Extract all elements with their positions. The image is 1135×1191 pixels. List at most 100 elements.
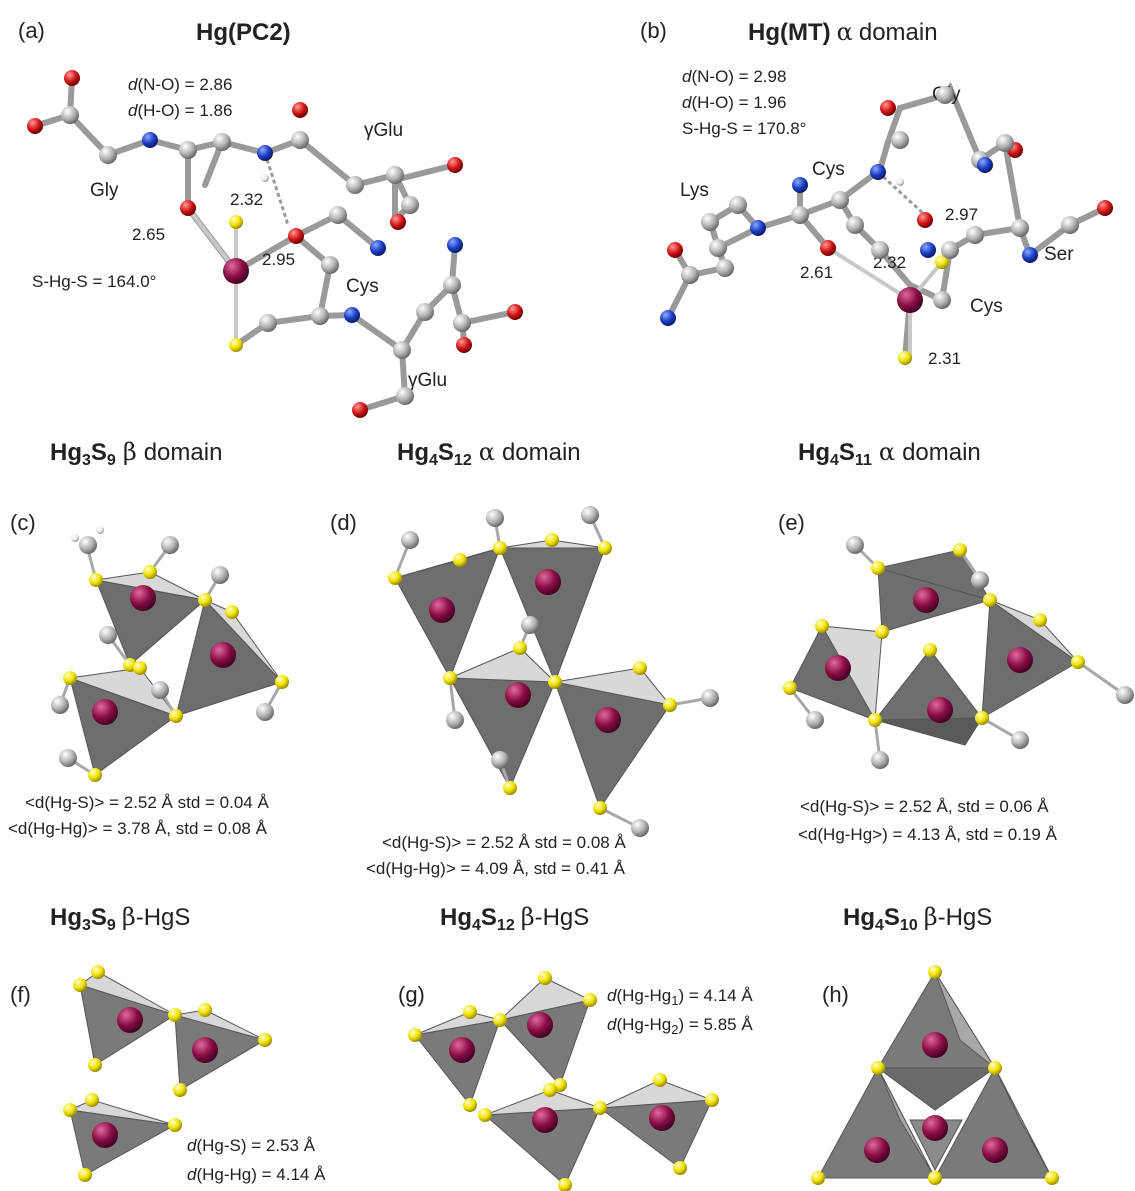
panel-c-mercury-atom bbox=[210, 642, 236, 668]
panel-b-nitrogen-atom bbox=[870, 164, 886, 180]
panel-a-dist-265: 2.65 bbox=[132, 225, 165, 244]
panel-c-sulfur-atom bbox=[143, 565, 157, 579]
panel-c-carbon-atom bbox=[161, 536, 179, 554]
panel-b-dist-231: 2.31 bbox=[928, 349, 961, 368]
panel-h-mercury-atom bbox=[982, 1137, 1008, 1163]
panel-f-sulfur-atom bbox=[168, 1008, 182, 1022]
panel-f-line1: d(Hg-S) = 2.53 Å bbox=[187, 1136, 316, 1155]
panel-g-sulfur-atom bbox=[593, 1101, 607, 1115]
panel-c-mercury-atom bbox=[130, 585, 156, 611]
panel-e-sulfur-atom bbox=[815, 619, 829, 633]
panel-a-mercury-atom bbox=[223, 258, 249, 284]
panel-h: (h) bbox=[817, 971, 1053, 1179]
panel-g-line1: d(Hg-Hg1) = 4.14 Å bbox=[607, 986, 753, 1008]
panel-b-oxygen-atom bbox=[917, 212, 933, 228]
panel-a-hydrogen-atom bbox=[261, 174, 269, 182]
panel-f-mercury-atom bbox=[192, 1037, 218, 1063]
panel-b-carbon-atom bbox=[996, 134, 1014, 152]
panel-b-letter: (b) bbox=[640, 18, 667, 43]
panel-f-letter: (f) bbox=[10, 982, 31, 1007]
panel-e-sulfur-atom bbox=[783, 681, 797, 695]
panel-e-sulfur-atom bbox=[1033, 613, 1047, 627]
panel-b-carbon-atom bbox=[1011, 219, 1029, 237]
panel-b-nitrogen-atom bbox=[1022, 247, 1038, 263]
panel-c-carbon-atom bbox=[151, 681, 169, 699]
panel-d-line2: <d(Hg-Hg)> = 4.09 Å, std = 0.41 Å bbox=[366, 859, 626, 878]
panel-b-res-cys2: Cys bbox=[970, 296, 1003, 317]
panel-c-carbon-atom bbox=[211, 566, 229, 584]
panel-f-sulfur-atom bbox=[63, 1103, 77, 1117]
panel-e-sulfur-atom bbox=[875, 625, 889, 639]
panel-b-nitrogen-atom bbox=[660, 310, 676, 326]
panel-a: (a) Hg(PC2) d(N-O) = 2.86 d(H-O) = 1.86 … bbox=[18, 18, 518, 413]
panel-c-sulfur-atom bbox=[89, 573, 103, 587]
panel-d-carbon-atom bbox=[446, 711, 464, 729]
panel-e-sulfur-atom bbox=[1071, 655, 1085, 669]
panel-d-line1: <d(Hg-S)> = 2.52 Å std = 0.08 Å bbox=[382, 833, 626, 852]
panel-e-letter: (e) bbox=[778, 510, 805, 535]
panel-d-carbon-atom bbox=[521, 616, 539, 634]
panel-a-oxygen-atom bbox=[456, 337, 472, 353]
panel-c-hydrogen-atom bbox=[96, 526, 104, 534]
panel-c-sulfur-atom bbox=[225, 605, 239, 619]
panel-b-mercury-atom bbox=[897, 287, 923, 313]
panel-a-angle: S-Hg-S = 164.0° bbox=[32, 272, 156, 291]
panel-a-res-gglu2: γGlu bbox=[408, 370, 447, 391]
panel-b-oxygen-atom bbox=[667, 242, 683, 258]
panel-d-sulfur-atom bbox=[388, 571, 402, 585]
panel-a-carbon-atom bbox=[386, 166, 404, 184]
panel-h-sulfur-atom bbox=[928, 965, 942, 979]
panel-d-letter: (d) bbox=[330, 510, 357, 535]
panel-b-carbon-atom bbox=[941, 241, 959, 259]
panel-a-carbon-atom bbox=[179, 141, 197, 159]
panel-a-oxygen-atom bbox=[288, 228, 304, 244]
panel-a-carbon-atom bbox=[346, 176, 364, 194]
panel-d-sulfur-atom bbox=[545, 533, 559, 547]
panel-g-mercury-atom bbox=[649, 1105, 675, 1131]
panel-b-nitrogen-atom bbox=[750, 220, 766, 236]
panel-a-carbon-atom bbox=[329, 206, 347, 224]
panel-c-sulfur-atom bbox=[275, 675, 289, 689]
panel-c-mercury-atom bbox=[92, 699, 118, 725]
panel-f-mercury-atom bbox=[117, 1007, 143, 1033]
panel-e-sulfur-atom bbox=[868, 713, 882, 727]
panel-a-carbon-atom bbox=[61, 106, 79, 124]
panel-f-sulfur-atom bbox=[198, 1003, 212, 1017]
panel-e-carbon-atom bbox=[1116, 686, 1134, 704]
panel-a-nitrogen-atom bbox=[447, 237, 463, 253]
panel-c: (c) <d(Hg-S)> = 2.52 Å std = 0.04 Å <d(H… bbox=[8, 510, 284, 838]
panel-g-sulfur-atom bbox=[478, 1108, 492, 1122]
panel-g-mercury-atom bbox=[532, 1107, 558, 1133]
panel-a-oxygen-atom bbox=[507, 304, 523, 320]
panel-b-carbon-atom bbox=[966, 226, 984, 244]
panel-c-carbon-atom bbox=[59, 749, 77, 767]
panel-e-carbon-atom bbox=[871, 751, 889, 769]
panel-c-line1: <d(Hg-S)> = 2.52 Å std = 0.04 Å bbox=[25, 793, 269, 812]
panel-f-line2: d(Hg-Hg) = 4.14 Å bbox=[187, 1165, 326, 1184]
panel-f-sulfur-atom bbox=[78, 1168, 92, 1182]
panel-a-oxygen-atom bbox=[64, 70, 80, 86]
panel-g-sulfur-atom bbox=[653, 1073, 667, 1087]
panel-d-carbon-atom bbox=[486, 509, 504, 527]
panel-b-carbon-atom bbox=[871, 241, 889, 259]
panel-b-dist-297: 2.97 bbox=[945, 205, 978, 224]
panel-b-sulfur-atom bbox=[898, 351, 912, 365]
panel-f: (f) d(Hg-S) = 2.53 Å d(Hg-Hg) = 4.14 Å bbox=[10, 971, 326, 1184]
panel-g-mercury-atom bbox=[449, 1037, 475, 1063]
panel-a-carbon-atom bbox=[213, 133, 231, 151]
panel-a-sulfur-atom bbox=[229, 215, 243, 229]
panel-a-res-gglu1: γGlu bbox=[364, 120, 403, 141]
panel-d-sulfur-atom bbox=[503, 781, 517, 795]
panel-a-sulfur-atom bbox=[229, 338, 243, 352]
panel-f-mercury-atom bbox=[92, 1122, 118, 1148]
panel-f-sulfur-atom bbox=[91, 965, 105, 979]
panel-f-sulfur-atom bbox=[85, 1093, 99, 1107]
panel-a-carbon-atom bbox=[401, 196, 419, 214]
panel-d-sulfur-atom bbox=[598, 541, 612, 555]
panel-g-sulfur-atom bbox=[493, 1013, 507, 1027]
